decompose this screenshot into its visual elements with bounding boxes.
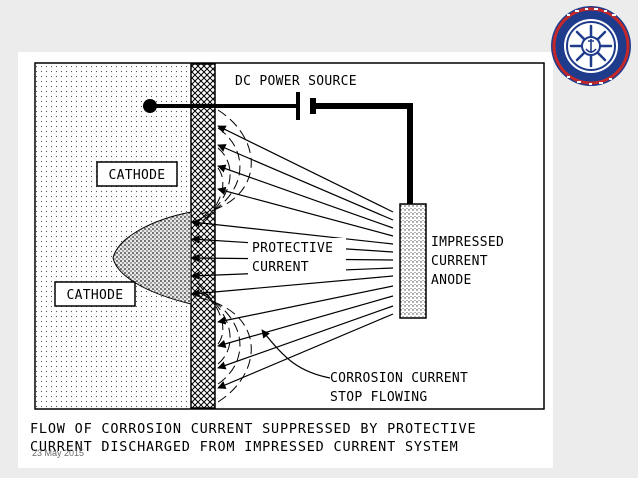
dashed-arc — [199, 109, 252, 215]
slide-date: 23 May 2015 — [32, 448, 85, 458]
anode-label-line1: IMPRESSED — [431, 235, 504, 250]
dashed-arc — [197, 127, 241, 221]
cathode-label-top: CATHODE — [109, 168, 166, 183]
current-arrow — [217, 144, 394, 221]
current-arrow — [191, 275, 394, 298]
power-circuit — [143, 92, 413, 204]
corrosion-label-line1: CORROSION CURRENT — [330, 371, 468, 386]
anode-label-line3: ANODE — [431, 273, 472, 288]
dashed-arc — [199, 297, 252, 403]
corrosion-label-line2: STOP FLOWING — [330, 390, 428, 405]
current-arrow — [217, 285, 394, 325]
dashed-arc — [193, 279, 224, 345]
corrosion-current-arcs — [193, 109, 252, 403]
anode-label-line2: CURRENT — [431, 254, 488, 269]
caption-line1: FLOW OF CORROSION CURRENT SUPPRESSED BY … — [30, 421, 476, 437]
current-arrow — [217, 313, 394, 389]
power-source-label: DC POWER SOURCE — [235, 74, 357, 89]
current-arrow — [217, 164, 394, 229]
dashed-arc — [197, 291, 241, 385]
dashed-arc — [193, 167, 224, 233]
current-arrow — [217, 295, 394, 348]
coating-wall — [190, 63, 216, 409]
current-arrow — [217, 186, 394, 237]
current-arrow — [217, 305, 394, 370]
cathode-label-box — [96, 161, 178, 187]
current-arrow — [191, 218, 394, 245]
impressed-current-anode — [399, 203, 427, 319]
cathode-label-bottom: CATHODE — [67, 288, 124, 303]
cathode-label-box — [54, 281, 136, 307]
current-arrow — [217, 125, 394, 213]
dashed-arc — [195, 147, 231, 227]
dashed-arc — [195, 285, 231, 365]
corrosion-pit — [112, 211, 192, 305]
protective-label-line2: CURRENT — [252, 260, 309, 275]
protective-label-bg — [248, 238, 346, 276]
university-seal-icon — [551, 6, 631, 86]
caption-line2: CURRENT DISCHARGED FROM IMPRESSED CURREN… — [30, 439, 459, 455]
corrosion-leader-arrow — [261, 329, 331, 379]
protective-label-line1: PROTECTIVE — [252, 241, 333, 256]
